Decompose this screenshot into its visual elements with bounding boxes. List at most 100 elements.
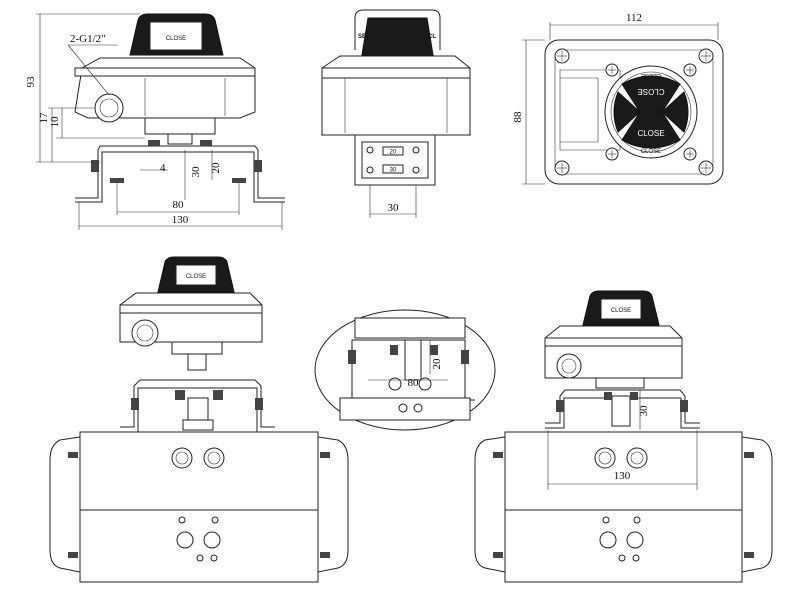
mount-right-screw xyxy=(604,392,612,400)
front-port-leader xyxy=(67,44,110,96)
front-nut-right xyxy=(232,178,246,183)
top-ring-upper-text: CLOSE xyxy=(641,72,661,78)
mount-right-air-port-inner xyxy=(598,451,612,465)
dim-4: 4 xyxy=(160,162,166,174)
detail-shaft xyxy=(404,339,422,381)
side-handle xyxy=(354,9,441,50)
mount-left-port-inner xyxy=(136,324,154,342)
mount-left-air-port-inner xyxy=(175,451,189,465)
top-indicator-right xyxy=(661,91,689,133)
mount-right-air-port xyxy=(626,447,648,469)
mount-left-hole xyxy=(210,554,218,562)
mount-right-hole xyxy=(602,516,610,524)
mount-right-cover-label: CLOSE xyxy=(611,308,631,314)
mount-right-cap-bolt xyxy=(744,452,754,458)
side-cover-right-text: CL xyxy=(428,34,436,40)
top-screw-inner-tr xyxy=(683,63,697,77)
top-screw-tl xyxy=(554,48,570,64)
side-screw xyxy=(412,166,420,174)
top-dim-88: 88 xyxy=(512,111,524,123)
mount-left: CLOSE xyxy=(49,256,349,583)
front-bolt-right xyxy=(254,160,262,172)
top-screw-tr xyxy=(698,48,714,64)
mount-left-housing-flange xyxy=(119,304,263,314)
mount-left-bolt xyxy=(131,398,139,410)
mount-left-screw xyxy=(213,390,223,400)
top-screw-inner-br xyxy=(683,147,697,161)
mount-right-actuator-endcap-left xyxy=(474,436,506,573)
mount-left-cover-label: CLOSE xyxy=(186,274,206,280)
side-dim-30: 30 xyxy=(388,202,400,214)
mount-left-cap-bolt xyxy=(320,452,330,458)
top-bevel xyxy=(559,69,621,151)
top-screw-br xyxy=(698,160,714,176)
top-dome-upper-text: CLOSE xyxy=(637,87,664,96)
side-screw xyxy=(366,146,374,154)
mount-right-bolt xyxy=(680,400,688,412)
front-screw-left xyxy=(148,140,160,146)
mount-left-air-port-inner xyxy=(207,451,221,465)
mount-left-bolt xyxy=(255,398,263,410)
side-screw xyxy=(366,166,374,174)
top-screw-bl xyxy=(554,160,570,176)
dim-93: 93 xyxy=(25,76,37,88)
mount-left-actuator-endcap-left xyxy=(49,436,81,573)
top-screw-inner-tl xyxy=(605,63,619,77)
mount-right-hole xyxy=(633,516,641,524)
front-screw-right xyxy=(200,140,212,146)
top-ring-lower-text: CLOSE xyxy=(641,149,661,155)
mount-left-screw xyxy=(175,390,185,400)
detail-view: 20 80 xyxy=(314,309,496,431)
mount-left-hole xyxy=(211,516,219,524)
dim-80: 80 xyxy=(173,199,185,211)
mount-right: CLOSE 30 130 xyxy=(474,290,773,583)
detail-dim-20: 20 xyxy=(431,358,443,370)
detail-port xyxy=(413,403,423,413)
mount-left-cap-bolt xyxy=(320,552,330,558)
mount-right-coupling xyxy=(611,395,631,427)
mount-left-actuator-endcap-right xyxy=(317,436,349,573)
mount-right-cap-bolt xyxy=(744,552,754,558)
mount-left-hole xyxy=(196,554,204,562)
top-screw-inner-bl xyxy=(605,147,619,161)
front-bolt-left xyxy=(91,160,99,172)
side-screw xyxy=(412,146,420,154)
side-cover-left-text: SE xyxy=(358,34,366,40)
dim-10: 10 xyxy=(49,116,61,128)
dim-17: 17 xyxy=(38,112,50,124)
detail-port xyxy=(398,403,408,413)
mount-left-lower-port xyxy=(203,531,221,549)
dim-130: 130 xyxy=(172,214,189,226)
side-view: SE CL 20 30 30 xyxy=(321,9,471,218)
mount-right-air-port xyxy=(594,447,616,469)
top-indicator-left xyxy=(613,91,641,133)
side-mark-top: 20 xyxy=(390,150,397,156)
mount-right-bracket xyxy=(545,389,700,424)
mount-left-shaft-block xyxy=(171,341,223,355)
mount-left-port xyxy=(131,319,159,347)
top-dim-112: 112 xyxy=(626,12,642,24)
mount-right-port-inner xyxy=(561,358,577,374)
mount-right-dim-130: 130 xyxy=(614,470,631,482)
top-indicator-dome-lower xyxy=(621,111,681,149)
front-cover-label: CLOSE xyxy=(166,36,186,42)
side-housing-flange xyxy=(321,67,471,79)
mount-left-air-port xyxy=(171,447,193,469)
top-dome-lower-text: CLOSE xyxy=(637,129,664,138)
top-indicator-ring-inner xyxy=(610,71,692,153)
detail-screw xyxy=(390,345,398,355)
dim-20: 20 xyxy=(210,162,222,174)
front-shaft-block xyxy=(144,117,216,135)
top-bevel-line xyxy=(560,77,599,143)
mount-right-lower-port xyxy=(626,531,644,549)
top-indicator-dome-upper xyxy=(621,75,681,113)
detail-screw xyxy=(430,345,438,355)
mount-right-bolt xyxy=(556,400,564,412)
front-housing-flange xyxy=(74,67,256,77)
mount-right-air-port-inner xyxy=(630,451,644,465)
front-port-inner xyxy=(99,98,119,118)
front-shaft xyxy=(167,133,193,145)
mount-right-lower-port xyxy=(599,531,617,549)
